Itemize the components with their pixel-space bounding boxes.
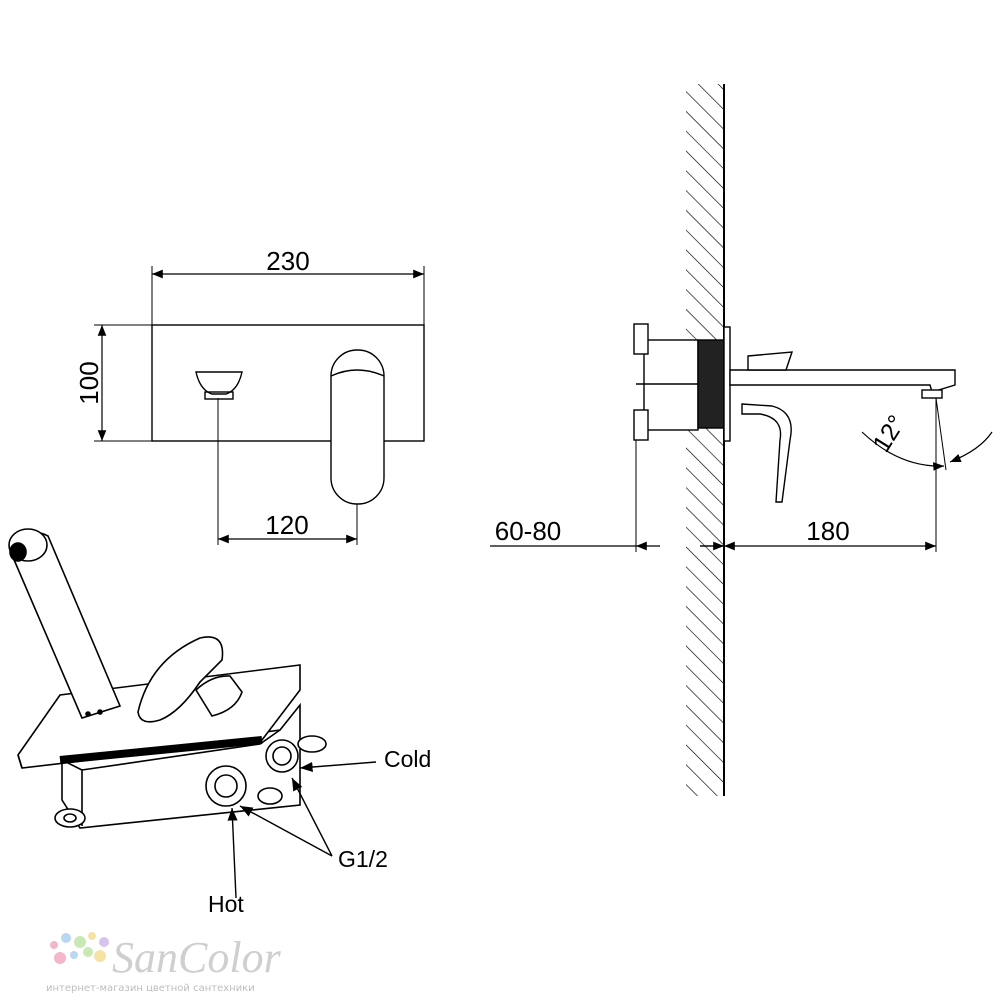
logo-dot [70, 951, 78, 959]
front-view [94, 266, 425, 545]
logo-dot [61, 933, 71, 943]
dim-180-label: 180 [806, 516, 849, 546]
concealed-body [643, 339, 699, 431]
wall-hatch [686, 84, 724, 796]
logo-dot [88, 932, 96, 940]
isometric-view [8, 528, 377, 899]
dim-120-label: 120 [265, 510, 308, 540]
logo-dot [74, 936, 86, 948]
logo-dots [50, 932, 109, 964]
hot-label: Hot [208, 891, 244, 917]
cold-label: Cold [384, 746, 431, 772]
angle-arc [861, 431, 945, 471]
wall-plate [151, 324, 425, 442]
logo-dot [50, 941, 58, 949]
logo-tagline: интернет-магазин цветной сантехники [46, 983, 255, 994]
logo-name: SanColor [112, 933, 282, 982]
spout [729, 369, 956, 393]
sealing-ring [697, 339, 725, 429]
logo-dot [99, 937, 109, 947]
side-lever [747, 351, 794, 371]
dim-6080-label: 60-80 [495, 516, 562, 546]
thread-label: G1/2 [338, 846, 388, 872]
logo-dot [94, 950, 106, 962]
side-view [490, 84, 993, 796]
dim-100-label: 100 [74, 361, 104, 404]
dim-230-label: 230 [266, 246, 309, 276]
logo-dot [83, 947, 93, 957]
logo-dot [54, 952, 66, 964]
sancolor-logo: SanColor интернет-магазин цветной сантех… [46, 932, 282, 994]
angle-label: 12° [867, 410, 911, 457]
iso-lever [137, 636, 224, 723]
spout-outlet [195, 371, 243, 395]
